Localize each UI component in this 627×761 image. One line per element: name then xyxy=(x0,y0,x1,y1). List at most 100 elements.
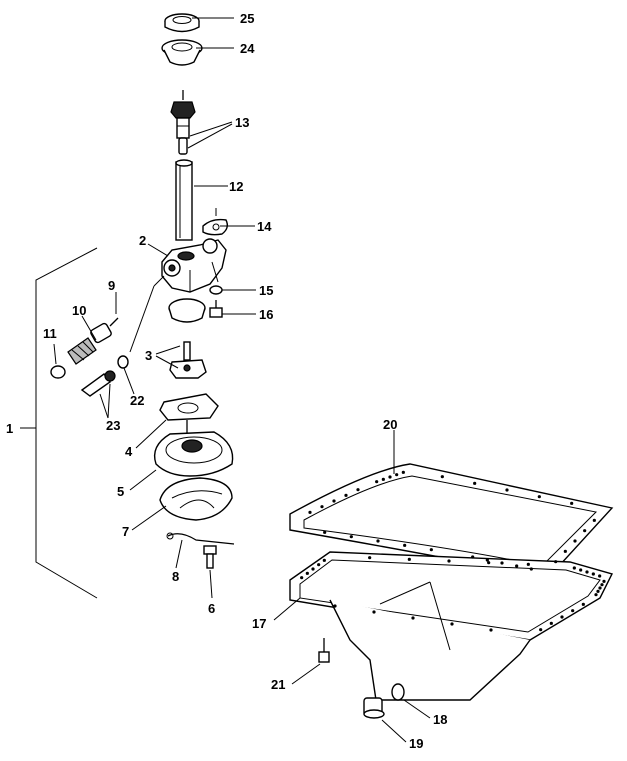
callout-6: 6 xyxy=(208,601,215,616)
callout-22: 22 xyxy=(130,393,144,408)
bolt-hole xyxy=(560,615,564,619)
drive-shaft-part xyxy=(170,90,196,155)
bolt-hole xyxy=(539,628,543,632)
bolt-hole xyxy=(381,477,385,481)
assembly-bracket xyxy=(20,247,98,599)
bolt-hole xyxy=(598,586,602,590)
oil-pan-part xyxy=(289,551,614,701)
bolt-hole xyxy=(322,558,326,562)
bolt-hole xyxy=(308,510,312,514)
callout-8: 8 xyxy=(172,569,179,584)
bolt-hole xyxy=(596,589,600,593)
bolt-hole xyxy=(529,567,533,571)
bolt-hole xyxy=(489,628,493,632)
bolt-hole xyxy=(505,488,509,492)
callout-23: 23 xyxy=(106,418,120,433)
leader-lines xyxy=(53,17,431,743)
callout-16: 16 xyxy=(259,307,273,322)
drain-plug-part xyxy=(363,697,385,719)
bolt-hole xyxy=(333,604,337,608)
callout-10: 10 xyxy=(72,303,86,318)
callout-24: 24 xyxy=(240,41,255,56)
gasket-22-part xyxy=(117,355,129,369)
bolt-hole xyxy=(571,609,575,613)
callout-15: 15 xyxy=(259,283,273,298)
bolt-hole xyxy=(403,543,407,547)
bolt-hole xyxy=(429,548,433,552)
bolt-hole xyxy=(349,535,353,539)
bolt-hole xyxy=(563,549,567,553)
callout-21: 21 xyxy=(271,677,285,692)
bolt-hole xyxy=(395,473,399,477)
bolt-hole xyxy=(368,556,372,560)
callout-7: 7 xyxy=(122,524,129,539)
bolt-hole xyxy=(526,562,530,566)
bolt-hole xyxy=(594,593,598,597)
callout-14: 14 xyxy=(257,219,272,234)
bolt-hole xyxy=(485,558,489,562)
bolt-hole xyxy=(388,475,392,479)
bolt-hole xyxy=(591,572,595,576)
bolt-hole xyxy=(320,505,324,509)
bolt-hole xyxy=(554,560,558,564)
bolt-hole xyxy=(375,480,379,484)
bolt-hole xyxy=(323,530,327,534)
callout-17: 17 xyxy=(252,616,266,631)
bolt-hole xyxy=(602,579,606,583)
oil-pump-body-part xyxy=(161,238,227,293)
bolt-hole xyxy=(572,566,576,570)
callout-2: 2 xyxy=(139,233,146,248)
callout-12: 12 xyxy=(229,179,243,194)
bolt-hole xyxy=(401,470,405,474)
callout-labels: 1 2 3 4 5 6 7 8 9 10 11 12 13 14 15 16 1… xyxy=(6,11,447,751)
bracket-8-part xyxy=(166,532,235,545)
rotor-part xyxy=(168,298,207,379)
bolt-hole xyxy=(332,499,336,503)
bolt-hole xyxy=(570,501,574,505)
bolt-hole xyxy=(447,559,451,563)
bolt-hole xyxy=(407,557,411,561)
bolt-hole xyxy=(581,602,585,606)
callout-5: 5 xyxy=(117,484,124,499)
pan-bolt-part xyxy=(318,638,330,663)
bolt-hole xyxy=(549,621,553,625)
drain-washer-part xyxy=(391,683,405,701)
callout-9: 9 xyxy=(108,278,115,293)
bolt-hole xyxy=(440,475,444,479)
bolt-hole xyxy=(305,571,309,575)
washer-part xyxy=(209,285,223,295)
bolt-6-part xyxy=(203,545,217,569)
tube-part xyxy=(175,159,193,241)
callout-19: 19 xyxy=(409,736,423,751)
callout-1: 1 xyxy=(6,421,13,436)
bolt-hole xyxy=(585,570,589,574)
callout-11: 11 xyxy=(43,326,57,341)
bolt-hole xyxy=(579,568,583,572)
bolt-hole xyxy=(583,529,587,533)
relief-valve-parts xyxy=(50,317,119,379)
bolt-16-part xyxy=(209,300,223,318)
callout-18: 18 xyxy=(433,712,447,727)
bolt-hole xyxy=(450,622,454,626)
bolt-hole xyxy=(500,561,504,565)
bolt-hole xyxy=(376,539,380,543)
callout-20: 20 xyxy=(383,417,397,432)
callout-25: 25 xyxy=(240,11,254,26)
strainer-part xyxy=(159,477,233,521)
bolt-hole xyxy=(311,567,315,571)
bolt-hole xyxy=(344,493,348,497)
gasket-plate-part xyxy=(202,208,229,236)
bolt-hole xyxy=(592,518,596,522)
bolt-hole xyxy=(317,563,321,567)
gasket-part xyxy=(159,393,219,421)
bolt-hole xyxy=(537,495,541,499)
bolt-hole xyxy=(600,583,604,587)
bolt-hole xyxy=(515,564,519,568)
bolt-hole xyxy=(356,488,360,492)
bolt-hole xyxy=(372,610,376,614)
bolt-hole xyxy=(411,616,415,620)
bolt-hole xyxy=(598,574,602,578)
bolt-hole xyxy=(471,555,475,559)
